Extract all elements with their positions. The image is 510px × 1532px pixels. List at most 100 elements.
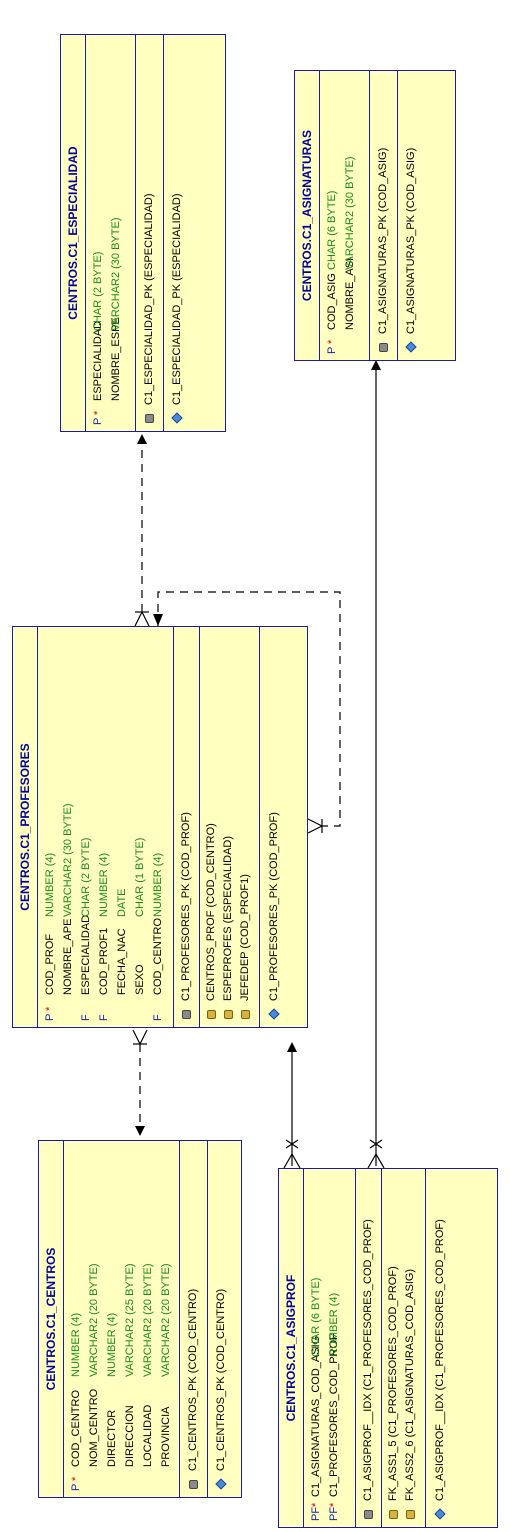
column-key-flag: P [326,346,338,354]
rel-centros-prof [132,1029,148,1136]
index-row[interactable]: C1_ASIGNATURAS_PK (COD_ASIG) [402,71,420,360]
column-row[interactable]: DIRECTOR NUMBER (4) [103,1141,121,1497]
rel-espeprofes [134,434,150,627]
column-datatype: DATE [116,888,128,917]
key-icon [379,343,388,352]
column-name: DIRECTOR [106,1409,118,1467]
column-datatype: NUMBER (4) [44,852,56,917]
entity-title: CENTROS.C1_ESPECIALIDAD [61,35,86,431]
foreign-key-name: ESPEPROFES (ESPECIALIDAD) [222,835,234,1001]
column-key-flag: F [152,1014,164,1021]
primary-key-name: C1_CENTROS_PK (COD_CENTRO) [187,1288,199,1471]
foreign-key-name: JEFEDEP (COD_PROF1) [239,874,251,1001]
foreign-key-row[interactable]: CENTROS_PROF (COD_CENTRO) [202,627,220,1027]
rel-jefedep [153,591,341,834]
column-name: NOM_CENTRO [88,1388,100,1467]
column-datatype: NUMBER (4) [98,852,110,917]
key-icon [189,1480,198,1489]
column-datatype: NUMBER (4) [328,1292,340,1357]
primary-key-name: C1_ASIGNATURAS_PK (COD_ASIG) [377,147,389,334]
column-datatype: CHAR (1 BYTE) [134,837,146,917]
foreign-key-row[interactable]: ESPEPROFES (ESPECIALIDAD) [219,627,237,1027]
foreign-key-row[interactable]: FK_ASS1_5 (C1_PROFESORES_COD_PROF) [384,1169,402,1527]
foreign-key-row[interactable]: FK_ASS2_6 (C1_ASIGNATURAS_COD_ASIG) [401,1169,419,1527]
foreign-key-name: FK_ASS1_5 (C1_PROFESORES_COD_PROF) [387,1266,399,1501]
column-name: COD_CENTRO [70,1389,82,1467]
required-mark: * [92,410,104,415]
primary-key-row[interactable]: C1_ESPECIALIDAD_PK (ESPECIALIDAD) [140,35,158,431]
key-icon [145,414,154,423]
column-name: PROVINCIA [160,1406,172,1467]
primary-key-row[interactable]: C1_ASIGNATURAS_PK (COD_ASIG) [374,71,392,360]
primary-key-section: C1_PROFESORES_PK (COD_PROF) [173,627,200,1027]
index-icon [434,1508,446,1520]
index-icon [171,412,183,424]
index-name: C1_PROFESORES_PK (COD_PROF) [268,812,280,1001]
column-key-flag: P [44,1013,56,1021]
index-row[interactable]: C1_PROFESORES_PK (COD_PROF) [265,627,283,1027]
column-datatype: CHAR (6 BYTE) [310,1277,322,1357]
rel-fk-ass2-6 [367,360,385,1169]
foreign-key-icon [224,1010,233,1019]
required-mark: * [310,1502,322,1507]
column-key-flag: F [80,1014,92,1021]
primary-key-row[interactable]: C1_ASIGPROF__IDX (C1_PROFESORES_COD_PROF… [359,1169,377,1527]
indexes-section: C1_ASIGNATURAS_PK (COD_ASIG) [397,71,425,360]
index-row[interactable]: C1_CENTROS_PK (COD_CENTRO) [212,1141,230,1497]
primary-key-section: C1_ASIGNATURAS_PK (COD_ASIG) [369,71,398,360]
entity-title: CENTROS.C1_CENTROS [39,1141,64,1497]
entity-rotated-body: CENTROS.C1_ASIGPROF PF* C1_ASIGNATURAS_COD… [279,1169,497,1527]
index-icon [405,341,417,353]
required-mark: * [326,339,338,344]
primary-key-row[interactable]: C1_PROFESORES_PK (COD_PROF) [177,627,195,1027]
foreign-keys-section: FK_ASS1_5 (C1_PROFESORES_COD_PROF)FK_ASS… [381,1169,426,1527]
column-name: C1_ASIGNATURAS_COD_ASIG [310,1335,322,1497]
column-name: ESPECIALIDAD [92,320,104,401]
column-datatype: NUMBER (4) [106,1312,118,1377]
required-mark: * [44,1006,56,1011]
column-key-flag: P [92,417,104,425]
column-name: COD_CENTRO [152,917,164,995]
column-key-flag: PF [310,1506,322,1521]
primary-key-section: C1_ASIGPROF__IDX (C1_PROFESORES_COD_PROF… [355,1169,382,1527]
primary-key-row[interactable]: C1_CENTROS_PK (COD_CENTRO) [184,1141,202,1497]
entity-c1-asigprof[interactable]: CENTROS.C1_ASIGPROF PF* C1_ASIGNATURAS_COD… [278,1168,498,1528]
index-row[interactable]: C1_ESPECIALIDAD_PK (ESPECIALIDAD) [168,35,186,431]
primary-key-name: C1_ESPECIALIDAD_PK (ESPECIALIDAD) [143,193,155,405]
foreign-key-row[interactable]: JEFEDEP (COD_PROF1) [236,627,254,1027]
entity-title: CENTROS.C1_ASIGPROF [279,1169,304,1527]
column-name: C1_PROFESORES_COD_PROF [328,1333,340,1497]
primary-key-name: C1_ASIGPROF__IDX (C1_PROFESORES_COD_PROF… [362,1219,374,1501]
entity-title: CENTROS.C1_ASIGNATURAS [295,71,320,360]
column-key-flag: F [98,1014,110,1021]
index-row[interactable]: C1_ASIGPROF__IDX (C1_PROFESORES_COD_PROF… [431,1169,449,1527]
column-name: SEXO [134,964,146,995]
column-datatype: VARCHAR2 (25 BYTE) [124,1263,136,1378]
column-row[interactable]: SEXO CHAR (1 BYTE) [131,627,149,1027]
